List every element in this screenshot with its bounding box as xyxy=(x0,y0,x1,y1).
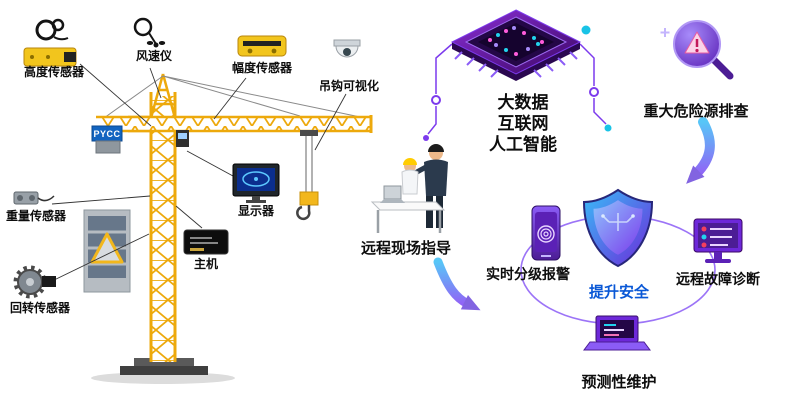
hazard-magnifier-icon xyxy=(660,20,734,80)
cpu-chip-icon xyxy=(450,9,582,81)
label-hook-visualization: 吊钩可视化 xyxy=(318,79,379,93)
tech-line-ai: 人工智能 xyxy=(489,135,557,154)
hook xyxy=(296,205,311,221)
diagnosis-monitor-icon xyxy=(693,218,743,263)
safety-shield-icon xyxy=(582,188,654,268)
tower-crane xyxy=(91,73,373,384)
height-sensor-icon xyxy=(23,18,77,67)
remote-workers-icon xyxy=(370,144,448,233)
rotation-sensor-icon xyxy=(13,265,56,299)
label-amplitude-sensor: 幅度传感器 xyxy=(231,61,292,75)
label-host-unit: 主机 xyxy=(193,257,218,271)
label-wind-sensor: 风速仪 xyxy=(135,49,172,63)
alarm-phone-icon xyxy=(531,205,561,261)
label-hazard-screening: 重大危险源排查 xyxy=(643,103,749,120)
label-predictive-maintenance: 预测性维护 xyxy=(581,374,657,391)
weight-sensor-icon xyxy=(13,191,55,205)
label-improve-safety: 提升安全 xyxy=(588,284,649,301)
label-remote-guidance: 远程现场指导 xyxy=(360,240,451,257)
label-realtime-alarm: 实时分级报警 xyxy=(486,266,570,282)
label-rotation-sensor: 回转传感器 xyxy=(9,301,70,315)
amplitude-sensor-icon xyxy=(237,35,287,57)
anemometer-icon xyxy=(133,17,166,48)
crane-jib xyxy=(128,117,372,131)
arrow-guidance-to-loop xyxy=(433,257,481,311)
label-display: 显示器 xyxy=(237,204,274,218)
crane-apex xyxy=(149,73,177,119)
hook-block xyxy=(299,191,319,206)
sensor-leader-lines xyxy=(49,63,347,283)
label-remote-diagnosis: 远程故障诊断 xyxy=(676,271,760,287)
building xyxy=(83,209,131,293)
tech-stack-text: 大数据 互联网 人工智能 xyxy=(468,92,578,155)
host-unit-icon xyxy=(183,229,229,255)
label-weight-sensor: 重量传感器 xyxy=(5,209,66,223)
label-height-sensor: 高度传感器 xyxy=(23,65,84,79)
arrow-hazard-to-loop xyxy=(686,117,715,184)
tech-line-bigdata: 大数据 xyxy=(497,93,549,112)
crane-brand-text: PYCC xyxy=(93,129,121,139)
hook-camera-icon xyxy=(333,39,361,58)
counterweight xyxy=(95,140,121,154)
display-icon xyxy=(232,163,280,203)
maintenance-laptop-icon xyxy=(583,315,651,351)
trolley xyxy=(300,130,318,136)
circuit-traces xyxy=(423,25,612,141)
sparkle-icon xyxy=(660,28,670,37)
tech-line-internet: 互联网 xyxy=(497,114,549,133)
